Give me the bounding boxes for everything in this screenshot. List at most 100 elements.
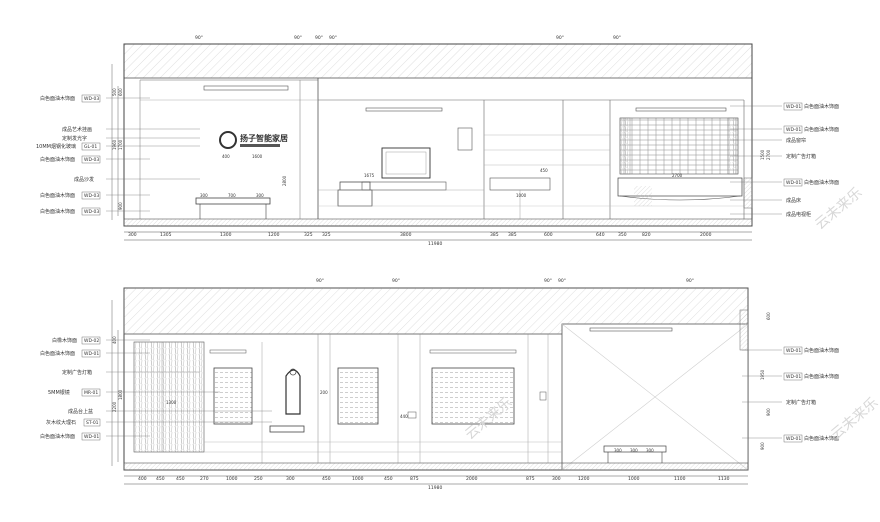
- material-code: GL-01: [84, 144, 97, 150]
- material-code: WD-03: [84, 157, 99, 163]
- dim-label: 300: [286, 476, 295, 482]
- angle-label: 90°: [294, 35, 302, 41]
- dim-label: 1300: [220, 232, 232, 238]
- dim-label: 1000: [352, 476, 364, 482]
- annotation-label: 白色面油木饰面: [804, 347, 839, 354]
- angle-label: 90°: [556, 35, 564, 41]
- annotation-label: 成品窗帘: [786, 137, 806, 144]
- dim-label: 2700: [672, 173, 683, 178]
- dim-label: 1500: [760, 149, 765, 160]
- dim-label: 875: [526, 476, 535, 482]
- dim-label: 2200: [112, 401, 117, 412]
- annotation-label: 5MM银镜: [48, 389, 70, 396]
- annotation-label: 白色面油木饰面: [40, 192, 75, 199]
- dim-label: 1200: [578, 476, 590, 482]
- material-code: WD-03: [84, 96, 99, 102]
- angle-label: 90°: [316, 278, 324, 284]
- annotation-label: 白色面油木饰面: [40, 433, 75, 440]
- dim-label: 820: [642, 232, 651, 238]
- left-annotation-labels: 白橡木饰面 WD-02 白色面油木饰面 WD-01 定制广告灯箱 5MM银镜 M…: [40, 336, 272, 441]
- dim-label: 400: [138, 476, 147, 482]
- elevation-a: 扬子智能家居: [36, 35, 839, 247]
- top-angle-markers: 90° 90° 90° 90° 90° 90°: [195, 35, 621, 41]
- inner-dimensions: 1300 200 440 300 300 300: [166, 390, 654, 453]
- annotation-label: 成品艺术挂画: [62, 126, 92, 133]
- dim-label: 300: [552, 476, 561, 482]
- dim-label: 640: [596, 232, 605, 238]
- annotation-label: 成品台上盆: [68, 408, 93, 415]
- dim-label: 385: [508, 232, 517, 238]
- dim-label: 1675: [364, 173, 375, 178]
- annotation-label: 白色面油木饰面: [40, 350, 75, 357]
- total-dim-label: 11980: [428, 241, 442, 247]
- material-code: ST-01: [86, 420, 99, 426]
- dim-label: 1130: [718, 476, 730, 482]
- material-code: MR-01: [84, 390, 98, 396]
- angle-label: 90°: [195, 35, 203, 41]
- bottom-dimension-chain: 300 1305 1300 1200 325 325 3800 385 385 …: [128, 232, 712, 247]
- dim-label: 2700: [766, 149, 771, 160]
- angle-label: 90°: [558, 278, 566, 284]
- material-code: WD-01: [786, 127, 801, 133]
- dim-label: 325: [322, 232, 331, 238]
- vertical-dimensions: 500 1700 600 900 1960 2800 1500 2700: [112, 88, 771, 210]
- dim-label: 325: [304, 232, 313, 238]
- material-code: WD-03: [84, 209, 99, 215]
- dim-label: 1300: [166, 400, 177, 405]
- dim-label: 1305: [160, 232, 172, 238]
- inner-dimensions: 300 700 300 1675 400 1600 2700 450 1000: [200, 154, 683, 198]
- annotation-label: 白色面油木饰面: [804, 103, 839, 110]
- dim-label: 2000: [466, 476, 478, 482]
- dim-label: 300: [200, 193, 208, 198]
- dim-label: 2800: [282, 175, 287, 186]
- angle-label: 90°: [686, 278, 694, 284]
- annotation-label: 定制广告灯箱: [786, 399, 816, 406]
- annotation-label: 白色面油木饰面: [40, 95, 75, 102]
- annotation-label: 白色面油木饰面: [40, 156, 75, 163]
- watermark-text: 云未来乐: [812, 185, 865, 233]
- dim-label: 450: [176, 476, 185, 482]
- dim-label: 250: [254, 476, 263, 482]
- right-annotation-labels: WD-01 白色面油木饰面 WD-01 白色面油木饰面 成品窗帘 定制广告灯箱 …: [730, 102, 839, 218]
- annotation-label: 白色面油木饰面: [804, 179, 839, 186]
- annotation-label: 10MM烟钢化玻璃: [36, 143, 76, 150]
- material-code: WD-01: [786, 348, 801, 354]
- dim-label: 900: [766, 408, 771, 416]
- dim-label: 700: [228, 193, 236, 198]
- dim-label: 300: [646, 448, 654, 453]
- dim-label: 1950: [760, 369, 765, 380]
- dim-label: 1200: [268, 232, 280, 238]
- material-code: WD-03: [84, 193, 99, 199]
- annotation-label: 成品床: [786, 197, 801, 204]
- dim-label: 600: [118, 88, 123, 96]
- angle-label: 90°: [544, 278, 552, 284]
- annotation-label: 白橡木饰面: [52, 337, 77, 344]
- dim-label: 1600: [252, 154, 263, 159]
- material-code: WD-01: [786, 374, 801, 380]
- annotation-label: 成品电视柜: [786, 211, 811, 218]
- bottom-dimension-chain: 400 450 450 270 1000 250 300 450 1000 45…: [138, 476, 730, 491]
- dim-label: 450: [540, 168, 548, 173]
- material-code: WD-01: [84, 351, 99, 357]
- watermark-text: 云未来乐: [828, 395, 880, 443]
- dim-label: 200: [320, 390, 328, 395]
- dim-label: 270: [200, 476, 209, 482]
- total-dim-label: 11980: [428, 485, 442, 491]
- right-annotation-labels: WD-01 白色面油木饰面 WD-01 白色面油木饰面 定制广告灯箱 WD-01…: [742, 346, 839, 443]
- dim-label: 300: [614, 448, 622, 453]
- dim-label: 1700: [118, 139, 123, 150]
- dim-label: 450: [322, 476, 331, 482]
- elevation-b: 90° 90° 90° 90° 90° 400 450 450 270 1000…: [40, 278, 839, 491]
- dim-label: 3800: [400, 232, 412, 238]
- dim-label: 1000: [226, 476, 238, 482]
- angle-label: 90°: [392, 278, 400, 284]
- dim-label: 900: [118, 202, 123, 210]
- annotation-label: 定制广告灯箱: [786, 153, 816, 160]
- angle-label: 90°: [315, 35, 323, 41]
- dim-label: 450: [156, 476, 165, 482]
- material-code: WD-01: [84, 434, 99, 440]
- dim-label: 440: [400, 414, 408, 419]
- dim-label: 2000: [700, 232, 712, 238]
- dim-label: 500: [112, 88, 117, 96]
- dim-label: 1800: [118, 389, 123, 400]
